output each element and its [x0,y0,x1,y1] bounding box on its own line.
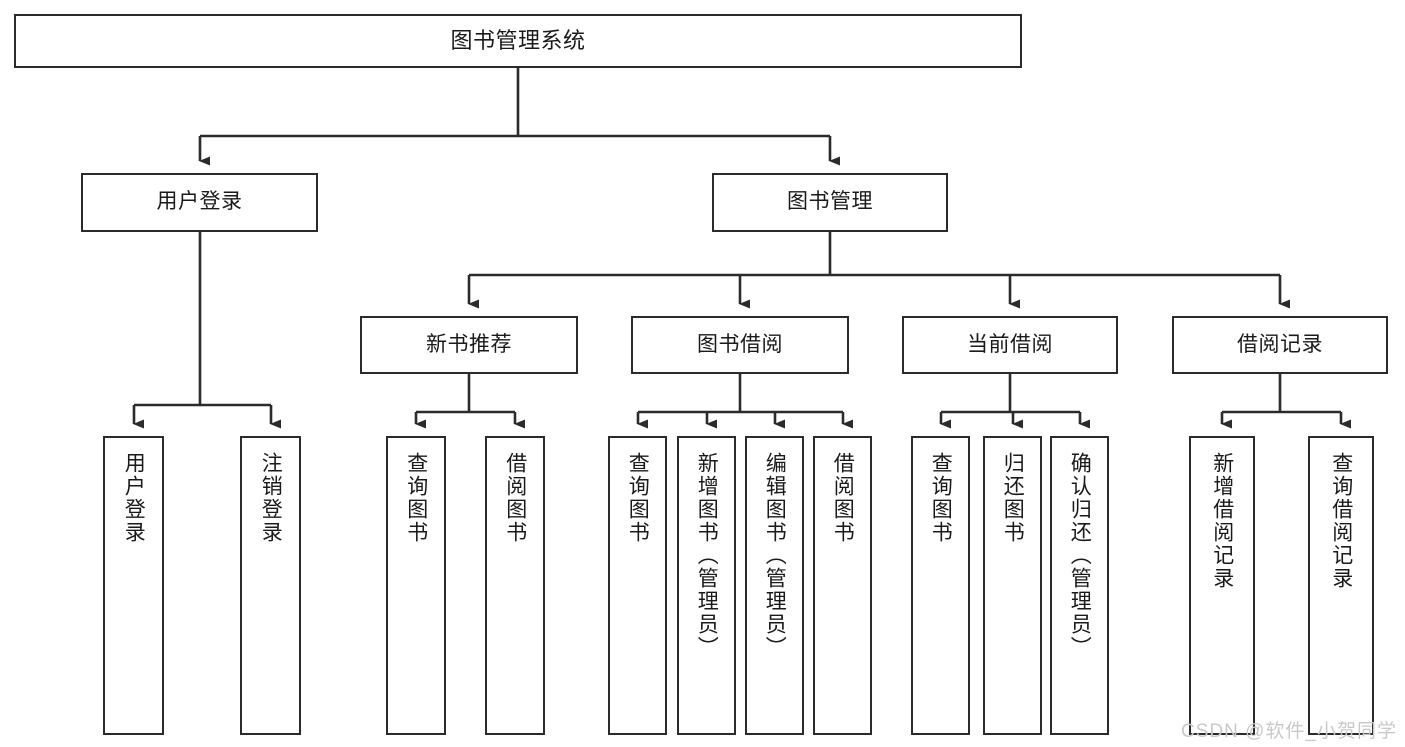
node-label-cu-query: 查询图书 [929,452,953,544]
node-label-newbook: 新书推荐 [426,332,512,356]
node-cu-return[interactable]: 归还图书 [983,436,1042,735]
node-label-current: 当前借阅 [967,332,1053,356]
node-bookmgr[interactable]: 图书管理 [712,173,948,232]
node-newbook[interactable]: 新书推荐 [360,316,578,374]
node-label-cu-confirm: 确认归还（管理员） [1068,452,1092,659]
node-current[interactable]: 当前借阅 [902,316,1118,374]
node-re-add[interactable]: 新增借阅记录 [1189,436,1255,735]
node-nb-borrow[interactable]: 借阅图书 [485,436,545,735]
node-l-logout[interactable]: 注销登录 [240,436,301,735]
node-re-query[interactable]: 查询借阅记录 [1308,436,1374,735]
node-label-bo-borrow: 借阅图书 [831,452,855,544]
node-label-borrow: 图书借阅 [697,332,783,356]
node-cu-query[interactable]: 查询图书 [911,436,970,735]
node-label-bo-add: 新增图书（管理员） [695,452,719,659]
node-label-re-add: 新增借阅记录 [1210,452,1234,590]
csdn-watermark: CSDN @软件_小贺同学 [1181,721,1397,742]
node-label-root: 图书管理系统 [450,28,586,54]
node-l-login[interactable]: 用户登录 [103,436,164,735]
node-label-records: 借阅记录 [1237,332,1323,356]
node-records[interactable]: 借阅记录 [1172,316,1388,374]
node-label-nb-query: 查询图书 [404,452,428,544]
node-borrow[interactable]: 图书借阅 [631,316,849,374]
node-cu-confirm[interactable]: 确认归还（管理员） [1050,436,1109,735]
node-bo-query[interactable]: 查询图书 [608,436,667,735]
node-nb-query[interactable]: 查询图书 [386,436,446,735]
node-bo-borrow[interactable]: 借阅图书 [813,436,872,735]
node-label-login: 用户登录 [156,190,243,214]
node-root[interactable]: 图书管理系统 [14,14,1022,68]
node-label-bookmgr: 图书管理 [787,190,873,214]
node-label-cu-return: 归还图书 [1001,452,1025,544]
node-login[interactable]: 用户登录 [81,173,318,232]
node-bo-edit[interactable]: 编辑图书（管理员） [745,436,804,735]
node-label-l-login: 用户登录 [122,452,146,544]
node-bo-add[interactable]: 新增图书（管理员） [677,436,736,735]
node-label-nb-borrow: 借阅图书 [503,452,527,544]
node-label-bo-edit: 编辑图书（管理员） [763,452,787,659]
node-label-bo-query: 查询图书 [626,452,650,544]
node-label-l-logout: 注销登录 [259,452,283,544]
node-label-re-query: 查询借阅记录 [1329,452,1353,590]
